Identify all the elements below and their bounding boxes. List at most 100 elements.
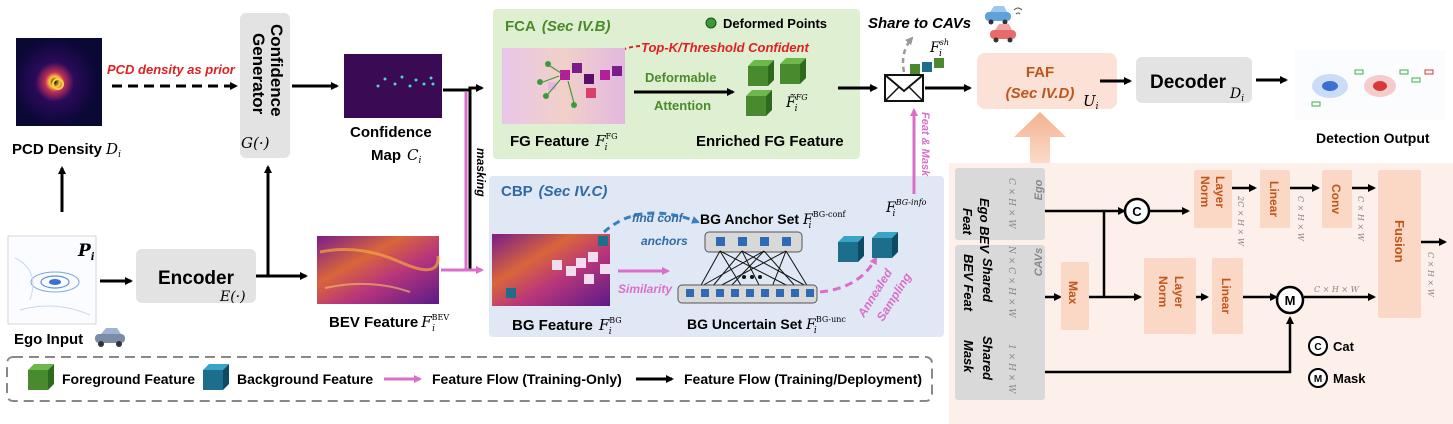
- shared-bev-label1: Shared: [980, 258, 995, 303]
- feat-mask-label: Feat & Mask: [919, 112, 931, 177]
- max-label: Max: [1066, 281, 1080, 305]
- shared-bev-label2: BEV Feat: [961, 254, 976, 312]
- ego-input-image: [7, 235, 97, 325]
- dim-mask: 1 × H × W: [1006, 344, 1016, 394]
- concat-icon: [1123, 197, 1151, 225]
- layer-norm-top-label2: Norm: [1198, 176, 1212, 207]
- pcd-prior-label: PCD density as prior: [107, 62, 236, 77]
- mask-op-icon: [1275, 285, 1305, 315]
- dim-2c: 2C × H × W: [1236, 195, 1245, 247]
- masking-label: masking: [474, 148, 488, 197]
- anchor-connections: [699, 250, 809, 288]
- confidence-map-label1: Confidence: [350, 124, 432, 141]
- linear-top-label: Linear: [1267, 181, 1281, 217]
- faf-symbol: Ui: [1083, 92, 1099, 112]
- legend-box: [6, 356, 933, 402]
- layer-norm-bottom-label1: Layer: [1172, 276, 1186, 308]
- arrow-annealed: [819, 256, 878, 294]
- similarity-label: Similarity: [618, 282, 673, 296]
- conv-block: [1322, 170, 1352, 228]
- dim-ego: C × H × W: [1006, 178, 1016, 229]
- topk-label: Top-K/Threshold Confident: [641, 40, 809, 55]
- layer-norm-top-label1: Layer: [1213, 176, 1227, 208]
- fusion-label: Fusion: [1392, 220, 1407, 263]
- decoder-block: [1136, 57, 1252, 103]
- ego-bev-label2: Feat: [960, 208, 975, 235]
- find-anchors-arrow: [603, 211, 700, 234]
- linear-block-top: [1260, 170, 1290, 228]
- enriched-fg-label: Enriched FG Feature: [696, 133, 844, 150]
- cbp-title: CBP(Sec IV.C): [501, 183, 607, 200]
- share-label: Share to CAVs: [868, 15, 971, 32]
- encoder-func: E(·): [219, 289, 246, 305]
- deformed-points-icon: [705, 17, 717, 29]
- dim-shared: N × C × H × W: [1006, 245, 1016, 318]
- confidence-generator-func: G(·): [241, 134, 270, 152]
- legend-deploy-label: Feature Flow (Training/Deployment): [684, 371, 922, 387]
- fca-title: FCA(Sec IV.B): [505, 18, 610, 35]
- cat-legend-icon: [1308, 336, 1328, 356]
- mask-op-symbol: M: [1285, 293, 1296, 308]
- confidence-generator-label2: Generator: [249, 33, 268, 115]
- legend-fg-cube-icon: [28, 364, 54, 390]
- fg-feature-image: [502, 48, 625, 124]
- anchor-set-box: [704, 231, 803, 253]
- layer-norm-block-bottom: [1144, 258, 1196, 334]
- confidence-map-image: [344, 54, 442, 118]
- linear-bottom-label: Linear: [1219, 278, 1233, 314]
- dim-c1: C × H × W: [1296, 196, 1305, 242]
- fusion-flow-lines: [1045, 184, 1447, 374]
- mask-legend-symbol: M: [1314, 374, 1322, 385]
- dim-c3: C × H × W: [1314, 285, 1360, 294]
- cavs-tag: CAVs: [1033, 248, 1045, 277]
- encoder-block: [136, 249, 256, 303]
- decoder-symbol: Di: [1229, 86, 1244, 104]
- cav-cars-icon: [985, 6, 1023, 43]
- mask-legend-icon: [1308, 368, 1328, 388]
- layer-norm-block-top: [1194, 170, 1232, 228]
- legend-train-label: Feature Flow (Training-Only): [432, 371, 622, 387]
- shared-mask-label1: Shared: [980, 336, 995, 381]
- legend-bg-cube-icon: [203, 364, 229, 390]
- find-anchors-label2: anchors: [641, 234, 688, 248]
- ego-input-symbol: Pi: [77, 241, 95, 263]
- confidence-generator-block: [240, 13, 290, 158]
- legend-bg-label: Background Feature: [237, 371, 373, 387]
- car-icon: [95, 328, 125, 347]
- dim-c2: C × H × W: [1356, 196, 1365, 242]
- decoder-label: Decoder: [1150, 72, 1227, 93]
- fg-cubes-icon: [746, 58, 806, 116]
- pcd-density-image: [16, 38, 102, 126]
- confidence-generator-label1: Confidence: [267, 24, 286, 117]
- ego-bev-label1: Ego BEV: [977, 198, 992, 254]
- deformable-label2: Attention: [654, 98, 711, 113]
- shared-mask-label2: Mask: [961, 340, 976, 373]
- linear-block-bottom: [1212, 258, 1243, 334]
- faf-block: [977, 53, 1117, 109]
- faf-expand-arrow: [1014, 112, 1066, 163]
- deformable-label1: Deformable: [645, 70, 717, 85]
- ego-input-box: [955, 168, 1045, 240]
- ego-tag: Ego: [1033, 179, 1045, 200]
- arrow-share-cavs: [901, 36, 914, 73]
- uncertain-set-box: [677, 284, 818, 304]
- detection-output-label: Detection Output: [1316, 130, 1430, 146]
- cavs-input-box: [955, 245, 1045, 400]
- bg-cubes-icon: [838, 232, 898, 262]
- shared-mini-cubes: [910, 58, 944, 74]
- conv-label: Conv: [1329, 184, 1343, 214]
- layer-norm-bottom-label2: Norm: [1156, 276, 1170, 307]
- envelope-icon: [884, 74, 924, 102]
- find-anchors-label1: find conf: [632, 211, 684, 225]
- arrow-map-fca: [443, 84, 484, 92]
- deformed-points-label: Deformed Points: [723, 16, 827, 31]
- dim-out: C × H × W: [1426, 252, 1435, 298]
